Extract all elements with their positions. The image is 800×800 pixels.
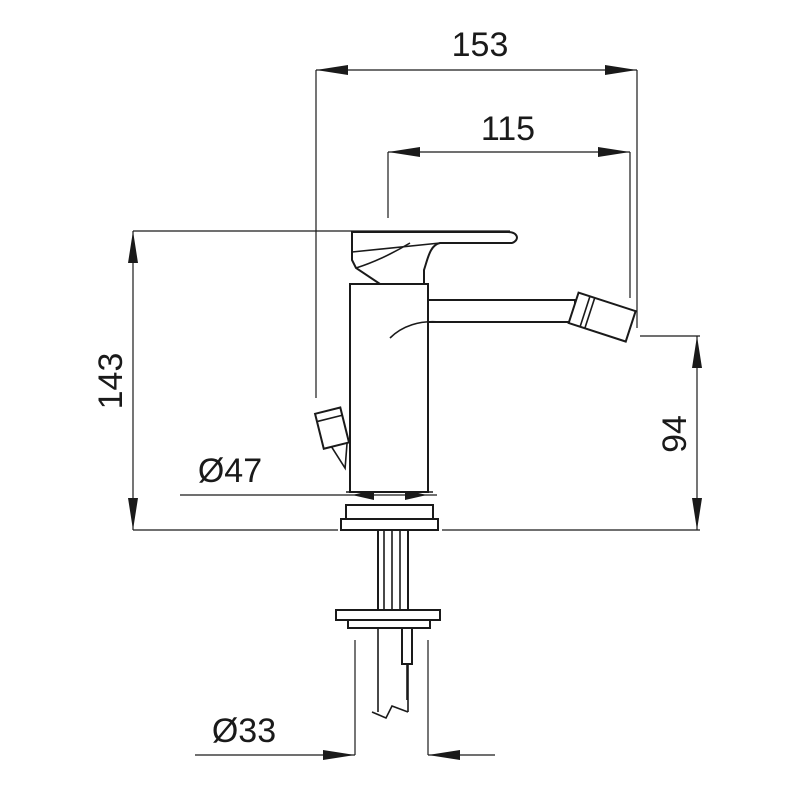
mounting-shank bbox=[335, 529, 441, 720]
total-height-label: 143 bbox=[92, 353, 130, 410]
dimension-shank-diameter: Ø33 bbox=[195, 640, 495, 760]
bidet-nozzle bbox=[567, 291, 637, 343]
dimension-overall-reach: 153 bbox=[315, 26, 638, 398]
base-diameter-label: Ø47 bbox=[198, 452, 262, 490]
base-plate bbox=[340, 491, 439, 531]
overall-reach-label: 153 bbox=[452, 26, 509, 64]
shank-diameter-label: Ø33 bbox=[212, 712, 276, 750]
spout-height-label: 94 bbox=[656, 415, 694, 453]
dimension-spout-height: 94 bbox=[640, 335, 702, 530]
popup-knob bbox=[313, 406, 351, 471]
spout-reach-label: 115 bbox=[481, 110, 535, 148]
dimension-spout-reach: 115 bbox=[387, 110, 631, 298]
faucet-body bbox=[313, 231, 637, 493]
dimension-total-height: 143 bbox=[92, 230, 510, 530]
